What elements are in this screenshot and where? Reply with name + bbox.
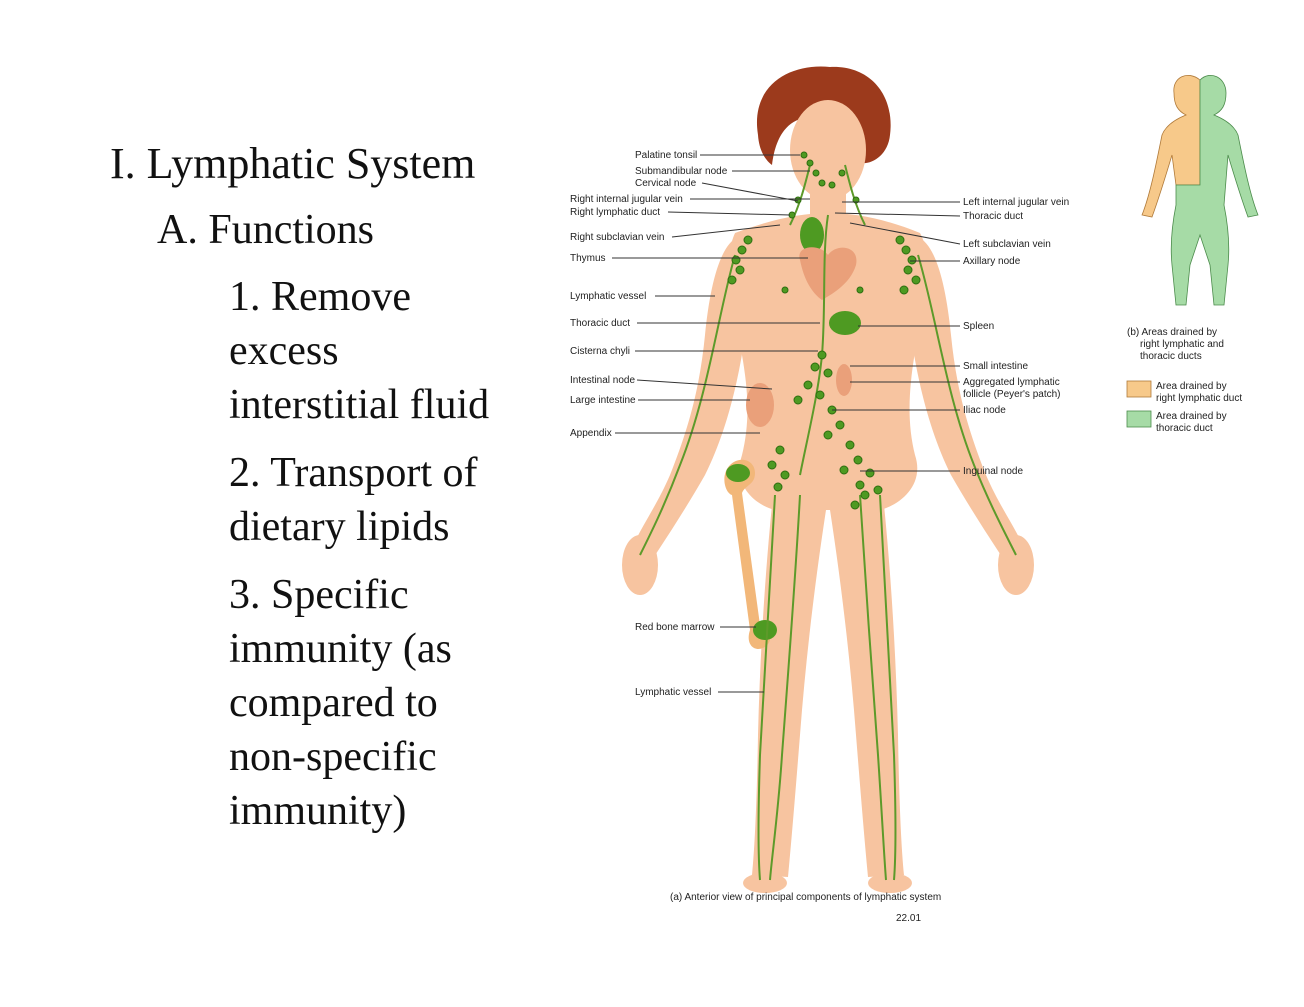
right-leg [752,505,826,877]
red-bone-marrow-knee [753,620,777,640]
label-small-intestine: Small intestine [963,361,1028,372]
label-lymphatic-vessel-leg: Lymphatic vessel [635,687,711,698]
function-item-3: 3. Specific immunity (as compared to non… [229,568,452,838]
right-labels: Left internal jugular vein Thoracic duct… [832,197,1069,477]
figure-number: 22.01 [896,913,921,924]
lymphatic-system-figure: Palatine tonsil Submandibular node Cervi… [560,55,1304,955]
label-aggregated-lymphatic: Aggregated lymphatic [963,377,1060,388]
right-leg-vessel-2 [769,494,801,881]
label-thoracic-duct-right: Thoracic duct [963,211,1023,222]
left-labels: Palatine tonsil Submandibular node Cervi… [570,150,820,698]
label-lymphatic-vessel-arm: Lymphatic vessel [570,291,646,302]
left-leg-vessel [859,494,887,881]
legend-swatch-thoracic [1126,410,1152,428]
label-submandibular-node: Submandibular node [635,166,728,177]
legend-label-line: thoracic duct [1156,423,1213,434]
outline-panel: I. Lymphatic System A. Functions 1. Remo… [0,0,560,1007]
outline-heading: I. Lymphatic System [110,139,476,188]
left-leg [830,505,904,877]
label-spleen: Spleen [963,321,994,332]
label-appendix: Appendix [570,428,612,439]
heart [799,247,857,300]
body-illustration [622,66,1034,893]
right-arm-vessel [639,254,736,556]
function-item-3-line: non-specific [229,734,437,780]
label-right-internal-jugular-vein: Right internal jugular vein [570,194,683,205]
label-cisterna-chyli: Cisterna chyli [570,346,630,357]
label-cervical-node: Cervical node [635,178,697,189]
label-left-subclavian-vein: Left subclavian vein [963,239,1051,250]
label-inguinal-node: Inguinal node [963,466,1023,477]
left-arm [911,237,1026,560]
left-foot [868,873,912,893]
right-foot [743,873,787,893]
function-item-1-line: interstitial fluid [229,382,490,428]
legend-label-line: Area drained by [1156,411,1227,422]
red-bone-marrow [726,464,750,482]
neck-vessel-2 [844,164,866,226]
drainage-figure [1141,75,1259,306]
function-item-1-line: excess [229,328,339,374]
label-right-subclavian-vein: Right subclavian vein [570,232,665,243]
neck-vessel [789,164,811,226]
label-palatine-tonsil: Palatine tonsil [635,150,697,161]
caption-b-line: right lymphatic and [1140,339,1224,350]
function-item-2-line: 2. Transport of [229,450,478,496]
caption-b-line: thoracic ducts [1140,351,1202,362]
label-axillary-node: Axillary node [963,256,1021,267]
legend-swatch-right-lymphatic [1126,380,1152,398]
function-item-3-line: immunity (as [229,626,452,672]
function-item-3-line: 3. Specific [229,572,409,618]
right-leg-vessel [757,494,776,881]
label-large-intestine: Large intestine [570,395,636,406]
legend-label-line: right lymphatic duct [1156,393,1242,404]
caption-a: (a) Anterior view of principal component… [670,892,941,903]
function-item-3-line: immunity) [229,788,407,834]
large-intestine [746,383,774,427]
label-thoracic-duct: Thoracic duct [570,318,630,329]
label-intestinal-node: Intestinal node [570,375,635,386]
label-peyers-patch: follicle (Peyer's patch) [963,389,1061,400]
legend: Area drained by right lymphatic duct Are… [1126,380,1242,434]
left-hand [998,535,1034,595]
legend-label-line: Area drained by [1156,381,1227,392]
small-intestine [836,364,852,396]
function-item-3-line: compared to [229,680,438,726]
right-drainage-area [1141,75,1201,218]
left-leg-vessel-2 [879,494,897,881]
outline-subheading: A. Functions [157,207,375,253]
thoracic-drainage-area [1170,75,1259,306]
label-left-internal-jugular-vein: Left internal jugular vein [963,197,1069,208]
right-arm [630,237,745,560]
label-thymus: Thymus [570,253,606,264]
label-iliac-node: Iliac node [963,405,1006,416]
lymph-nodes [727,151,921,510]
right-hand [622,535,658,595]
label-red-bone-marrow: Red bone marrow [635,622,715,633]
figure-svg: Palatine tonsil Submandibular node Cervi… [570,66,1259,924]
torso [727,213,929,510]
function-item-2-line: dietary lipids [229,504,450,550]
spleen [829,311,861,335]
red-bone-marrow-femur [724,459,771,650]
caption-b-line: (b) Areas drained by [1127,327,1217,338]
function-item-2: 2. Transport of dietary lipids [229,446,478,554]
function-item-1: 1. Remove excess interstitial fluid [229,270,489,432]
function-item-1-line: 1. Remove [229,274,411,320]
left-arm-vessel [917,254,1017,556]
label-right-lymphatic-duct: Right lymphatic duct [570,207,660,218]
thymus [800,217,824,253]
